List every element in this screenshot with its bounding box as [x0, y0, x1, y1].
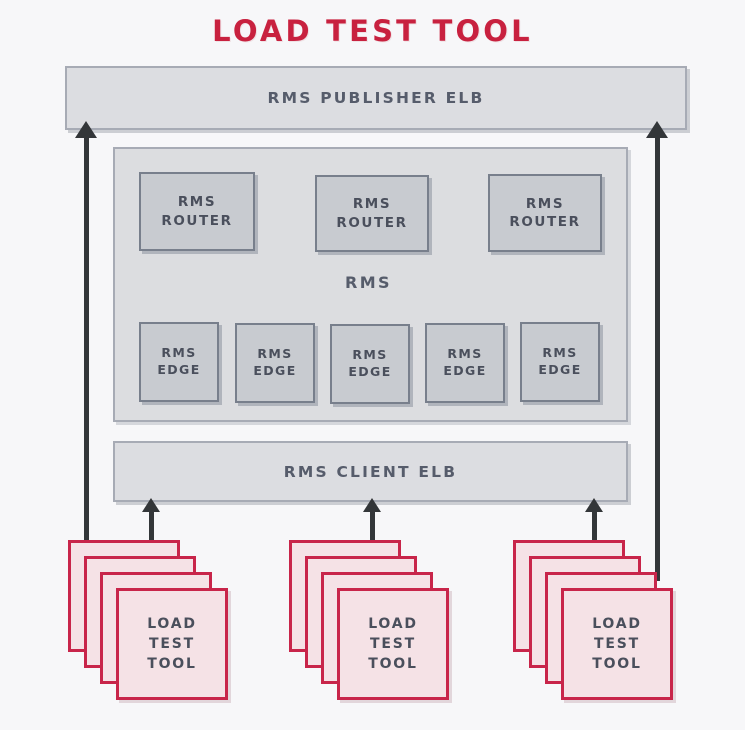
load-test-tool-2-line3: TOOL	[368, 656, 418, 673]
client-connector-2-line	[370, 512, 375, 546]
rms-edge-2-line1: RMS	[257, 346, 293, 362]
rms-edge-4: RMS EDGE	[425, 323, 505, 403]
load-test-tool-card-front[interactable]: LOAD TEST TOOL	[116, 588, 228, 700]
rms-edge-4-line2: EDGE	[443, 363, 487, 378]
load-test-tool-stack-3: LOAD TEST TOOL	[513, 540, 693, 705]
load-test-tool-3-line3: TOOL	[592, 656, 642, 673]
rms-label: RMS	[345, 273, 392, 292]
rms-router-3-line2: ROUTER	[509, 214, 581, 230]
rms-router-3: RMS ROUTER	[488, 174, 602, 252]
rms-router-2-line1: RMS	[352, 196, 392, 213]
rms-client-elb: RMS CLIENT ELB	[113, 441, 628, 502]
rms-edge-5-line1: RMS	[542, 345, 578, 361]
rms-edge-1: RMS EDGE	[139, 322, 219, 402]
rms-edge-3-line2: EDGE	[348, 364, 392, 379]
load-test-tool-1-line3: TOOL	[147, 656, 197, 673]
load-test-tool-3-line2: TEST	[594, 635, 640, 652]
rms-edge-1-line1: RMS	[161, 345, 197, 361]
rms-edge-3: RMS EDGE	[330, 324, 410, 404]
load-test-tool-card-front[interactable]: LOAD TEST TOOL	[337, 588, 449, 700]
load-test-tool-3-line1: LOAD	[592, 615, 642, 632]
client-connector-2-arrowhead	[363, 498, 381, 512]
load-test-tool-stack-2: LOAD TEST TOOL	[289, 540, 469, 705]
rms-router-1-line1: RMS	[177, 194, 217, 211]
publisher-connector-left-line	[84, 138, 89, 544]
rms-edge-5-line2: EDGE	[538, 362, 582, 377]
load-test-tool-2-line1: LOAD	[368, 615, 418, 632]
page-title: LOAD TEST TOOL	[212, 14, 533, 48]
load-test-tool-2-line2: TEST	[370, 635, 416, 652]
rms-router-2-line2: ROUTER	[336, 214, 408, 231]
rms-router-1: RMS ROUTER	[139, 172, 255, 251]
client-connector-3-line	[592, 512, 597, 546]
load-test-tool-1-line2: TEST	[149, 635, 195, 652]
publisher-connector-right-line	[655, 138, 660, 581]
publisher-connector-left-arrowhead	[75, 121, 97, 138]
rms-publisher-elb: RMS PUBLISHER ELB	[65, 66, 687, 130]
rms-edge-4-line1: RMS	[447, 346, 483, 362]
rms-router-1-line2: ROUTER	[161, 212, 233, 229]
rms-client-elb-label: RMS CLIENT ELB	[283, 462, 458, 481]
rms-publisher-elb-label: RMS PUBLISHER ELB	[267, 89, 485, 107]
client-connector-1-line	[149, 512, 154, 546]
load-test-tool-card-front[interactable]: LOAD TEST TOOL	[561, 588, 673, 700]
rms-edge-2: RMS EDGE	[235, 323, 315, 403]
client-connector-3-arrowhead	[585, 498, 603, 512]
load-test-tool-stack-1: LOAD TEST TOOL	[68, 540, 248, 705]
rms-edge-2-line2: EDGE	[253, 363, 297, 378]
client-connector-1-arrowhead	[142, 498, 160, 512]
rms-router-3-line1: RMS	[525, 195, 565, 212]
rms-edge-3-line1: RMS	[352, 347, 388, 363]
rms-edge-1-line2: EDGE	[157, 362, 201, 377]
load-test-tool-1-line1: LOAD	[147, 615, 197, 632]
rms-edge-5: RMS EDGE	[520, 322, 600, 402]
publisher-connector-right-arrowhead	[646, 121, 668, 138]
rms-router-2: RMS ROUTER	[315, 175, 429, 252]
